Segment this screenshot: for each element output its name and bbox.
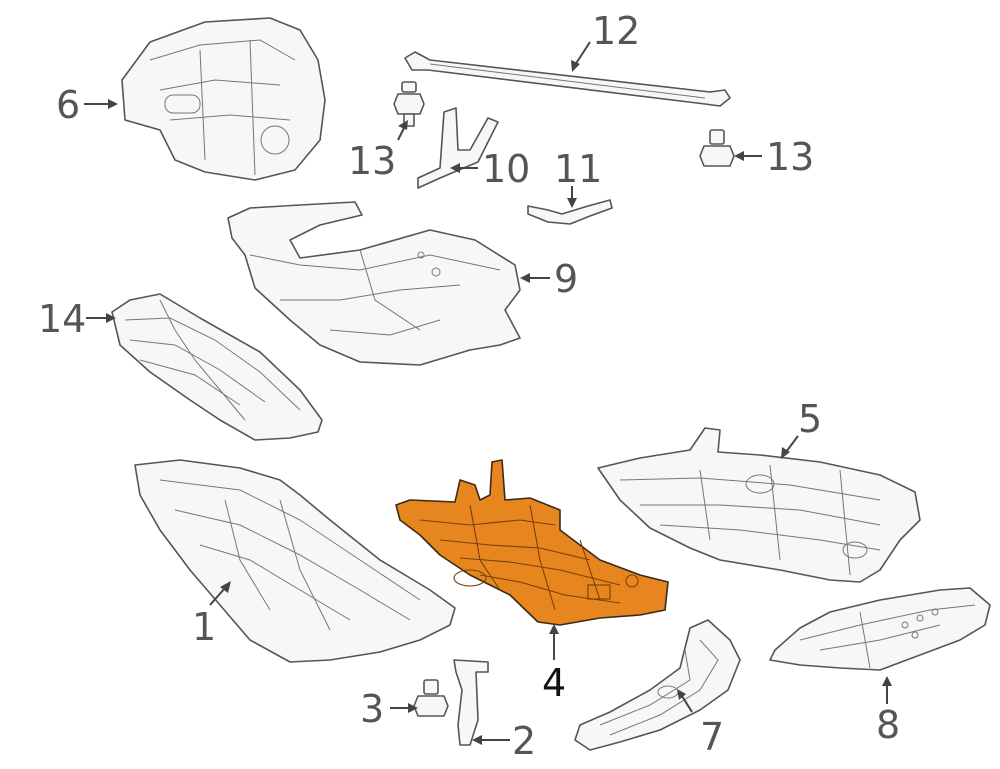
callout-8: 8 [876,703,900,747]
part-14[interactable] [111,293,323,441]
part-13-bolt-upper[interactable] [393,81,425,127]
part-13-bolt-right[interactable] [699,129,735,167]
leader-lines [84,41,892,745]
callout-11: 11 [554,147,602,191]
part-11[interactable] [527,199,613,225]
part-4-highlighted[interactable] [395,459,669,626]
part-1[interactable] [134,459,456,663]
part-9[interactable] [227,201,521,366]
part-8[interactable] [769,587,991,671]
part-12[interactable] [404,51,731,107]
part-7[interactable] [574,619,741,751]
part-2[interactable] [453,659,489,746]
callout-3: 3 [360,687,384,731]
part-5[interactable] [597,427,921,583]
callout-12: 12 [592,9,640,53]
part-6[interactable] [121,17,326,181]
callout-13-upper: 13 [348,139,396,183]
callout-7: 7 [700,715,724,759]
callout-9: 9 [554,257,578,301]
callout-13-right: 13 [766,135,814,179]
callout-labels: 6 12 13 13 10 11 9 14 5 1 4 3 2 7 8 [38,9,900,763]
callout-1: 1 [192,605,216,649]
callout-10: 10 [482,147,530,191]
part-3-bolt[interactable] [413,679,449,717]
callout-2: 2 [512,719,536,763]
callout-5: 5 [798,397,822,441]
part-10[interactable] [417,107,499,189]
callout-4: 4 [542,661,566,705]
callout-14: 14 [38,297,86,341]
callout-6: 6 [56,83,80,127]
